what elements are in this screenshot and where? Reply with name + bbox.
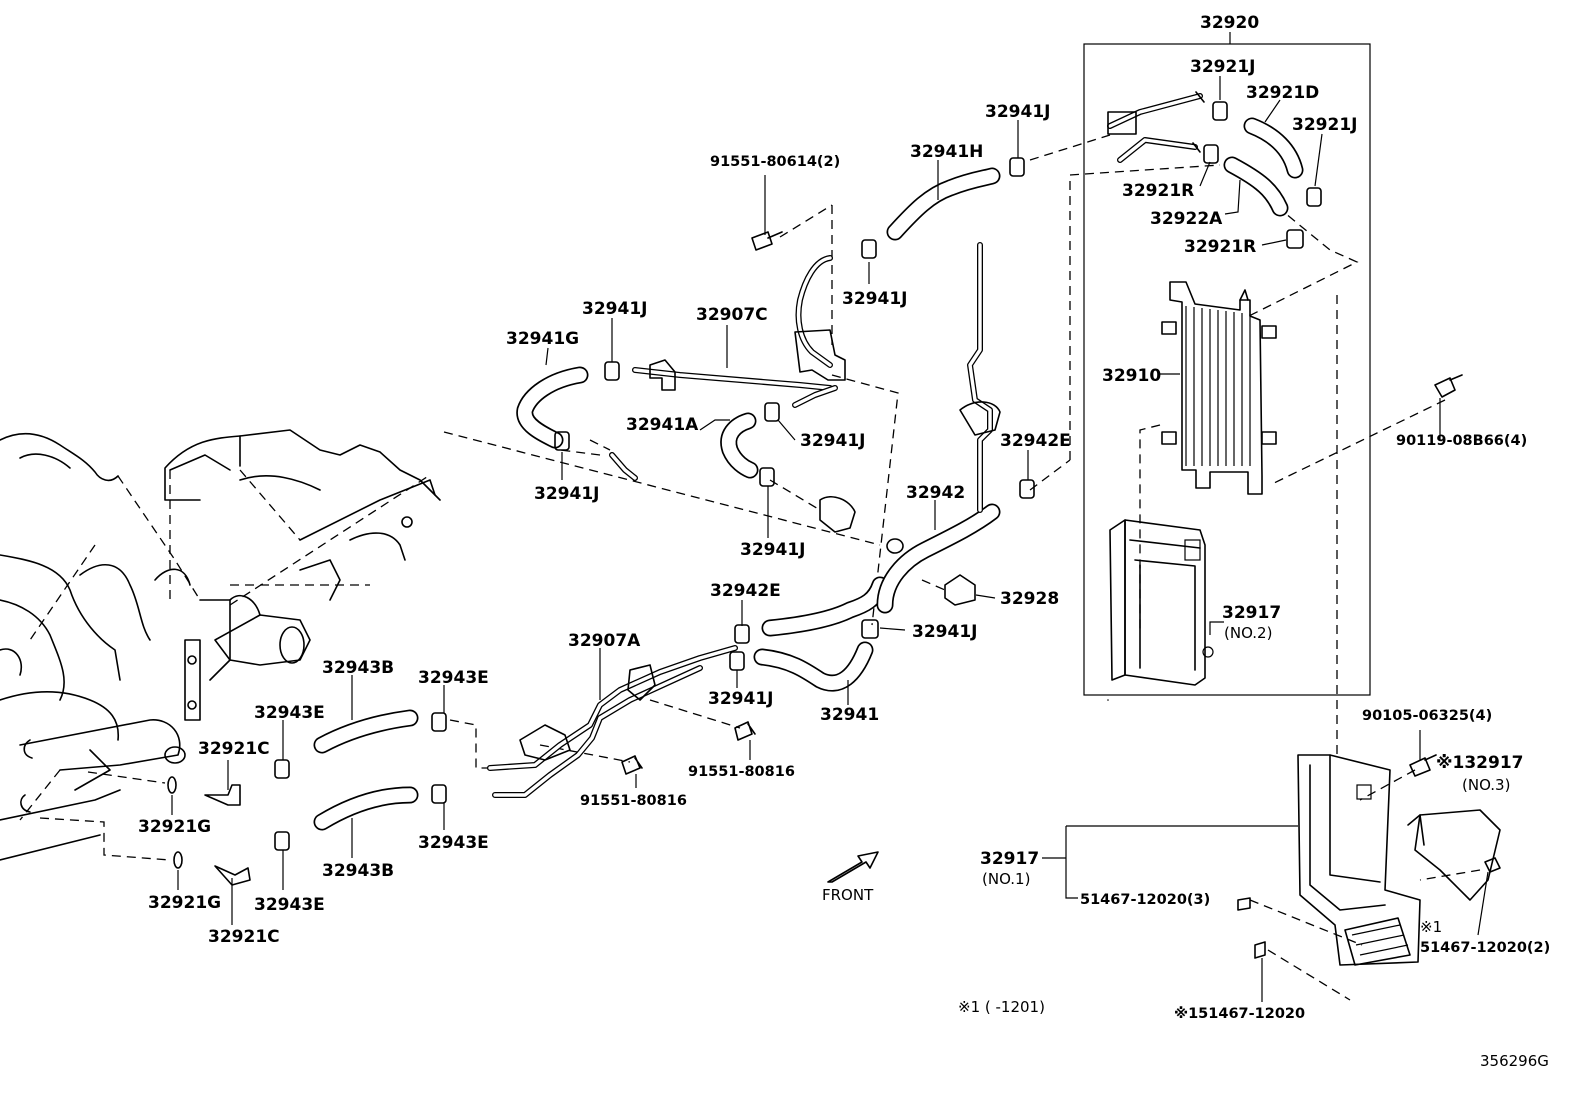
label-32941H: 32941H: [910, 142, 983, 162]
label-32942E-right: 32942E: [1000, 431, 1071, 451]
label-32941J-top: 32941J: [985, 102, 1050, 122]
label-mark1: ※1: [1420, 918, 1442, 936]
label-32942E-left: 32942E: [710, 581, 781, 601]
hose-clamps: [274, 101, 1322, 851]
label-91551-80816-a: 91551-80816: [688, 764, 795, 780]
label-32922A: 32922A: [1150, 209, 1223, 229]
label-32941J-low: 32941J: [740, 540, 805, 560]
label-91551-80816-b: 91551-80816: [580, 793, 687, 809]
label-32943E-4: 32943E: [254, 895, 325, 915]
label-32917-no3: ※132917: [1436, 753, 1524, 773]
label-32943B-low: 32943B: [322, 861, 394, 881]
label-32928: 32928: [1000, 589, 1059, 609]
label-32921G-top: 32921G: [138, 817, 211, 837]
label-no1: (NO.1): [982, 870, 1030, 888]
label-32910: 32910: [1102, 366, 1161, 386]
label-leaders: [171, 76, 1489, 1002]
label-32921C-low: 32921C: [208, 927, 280, 947]
air-duct-no2: [1109, 519, 1214, 686]
label-32921D: 32921D: [1246, 83, 1319, 103]
label-32921R-mid: 32921R: [1184, 237, 1256, 257]
label-32921R-top: 32921R: [1122, 181, 1194, 201]
hoses: [313, 117, 1304, 831]
label-32941G: 32941G: [506, 329, 579, 349]
cooler-pipes: [1107, 91, 1205, 163]
cooler-assy-box: [1083, 32, 1371, 696]
labels: 32920 32921J 32921D 32921J 32921R 32922A…: [138, 13, 1550, 1070]
label-32941J-b: 32941J: [912, 622, 977, 642]
label-32941J-g: 32941J: [534, 484, 599, 504]
label-90105-06325: 90105-06325(4): [1362, 708, 1492, 724]
label-51467-12020-3: 51467-12020(3): [1080, 892, 1210, 908]
label-32943E-3: 32943E: [418, 833, 489, 853]
label-32941: 32941: [820, 705, 879, 725]
label-32921C-top: 32921C: [198, 739, 270, 759]
metal-pipes: [487, 242, 993, 798]
label-32941J-a: 32941J: [800, 431, 865, 451]
label-32920: 32920: [1200, 13, 1259, 33]
diagram-code: 356296G: [1480, 1052, 1549, 1070]
label-91551-80614: 91551-80614(2): [710, 154, 840, 170]
label-90119-08B66: 90119-08B66(4): [1396, 433, 1527, 449]
label-32943E-2: 32943E: [254, 703, 325, 723]
label-note: ※1 ( -1201): [958, 998, 1045, 1016]
label-32921J-right: 32921J: [1292, 115, 1357, 135]
fasteners: [167, 231, 1501, 959]
air-duct-no1: [1297, 754, 1501, 966]
label-32942: 32942: [906, 483, 965, 503]
label-32917-no2: 32917: [1222, 603, 1281, 623]
label-32941J-c: 32941J: [708, 689, 773, 709]
label-front: FRONT: [822, 886, 874, 904]
leader-lines: [39, 134, 1481, 1001]
label-32907A: 32907A: [568, 631, 641, 651]
label-32917-no1: 32917: [980, 849, 1039, 869]
label-32907C: 32907C: [696, 305, 768, 325]
label-no2: (NO.2): [1224, 624, 1272, 642]
oil-cooler-core: [1161, 281, 1277, 495]
brackets: [519, 329, 1109, 761]
front-arrow-icon: [827, 851, 879, 883]
engine-outline: [0, 429, 441, 861]
label-32941A: 32941A: [626, 415, 699, 435]
label-no3: (NO.3): [1462, 776, 1510, 794]
label-32943E-1: 32943E: [418, 668, 489, 688]
label-32943B-top: 32943B: [322, 658, 394, 678]
label-51467-12020-1: ※151467-12020: [1174, 1006, 1305, 1022]
label-32921G-low: 32921G: [148, 893, 221, 913]
label-32921J-top: 32921J: [1190, 57, 1255, 77]
label-32941J-mid: 32941J: [842, 289, 907, 309]
label-32941J-left: 32941J: [582, 299, 647, 319]
label-51467-12020-2: 51467-12020(2): [1420, 940, 1550, 956]
